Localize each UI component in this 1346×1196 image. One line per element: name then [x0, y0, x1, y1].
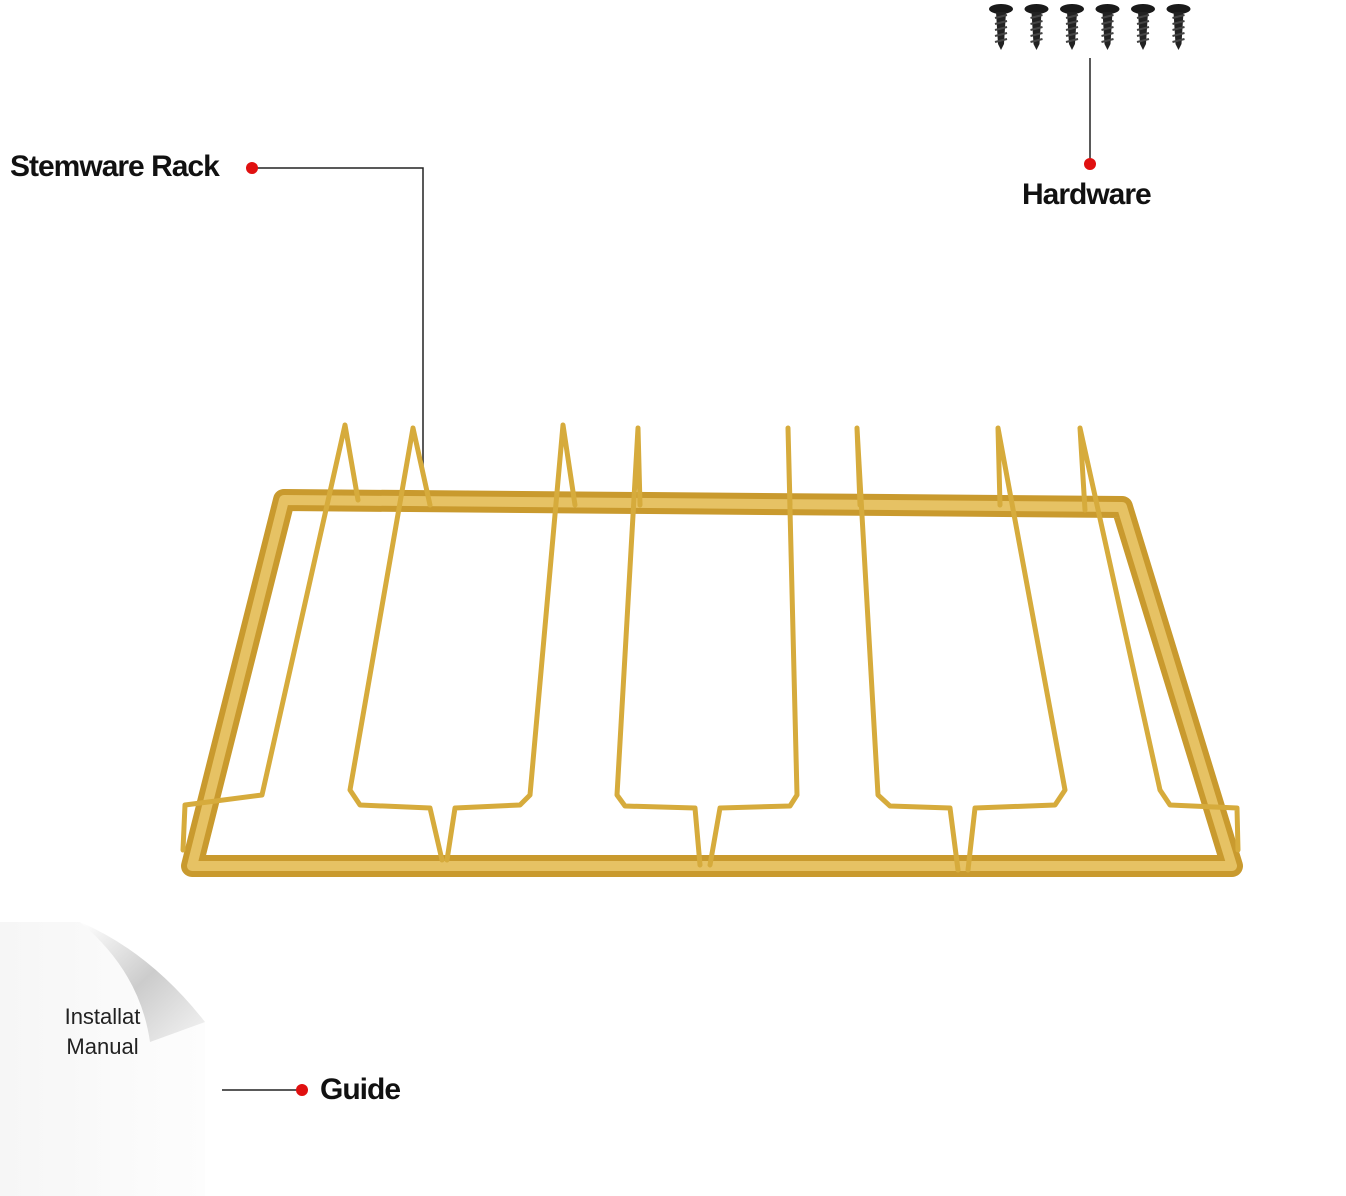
- rack-wire: [707, 425, 800, 868]
- manual-title-line1: Installat: [64, 1004, 141, 1029]
- screw-icon: [989, 4, 1013, 50]
- rack-wire: [614, 425, 703, 868]
- hardware-callout-dot: [1084, 158, 1096, 170]
- screw-icon: [1131, 4, 1155, 50]
- guide-label: Guide: [320, 1073, 401, 1106]
- rack-frame: [181, 489, 1243, 877]
- manual-title-line2: Manual: [66, 1034, 139, 1059]
- screws-group: [989, 4, 1191, 50]
- stemware-callout-line: [252, 167, 424, 470]
- stemware-callout-dot: [246, 162, 258, 174]
- rack-wire: [854, 425, 961, 873]
- rack-wire: [444, 422, 578, 863]
- rack-wire: [965, 425, 1068, 873]
- screw-icon: [1060, 4, 1084, 50]
- page-curl: [80, 922, 205, 1042]
- rack-wire: [1077, 425, 1241, 853]
- guide-callout-dot: [296, 1084, 308, 1096]
- screw-icon: [1095, 4, 1120, 50]
- rack-frame-highlight: [187, 495, 1237, 871]
- screw-icon: [1166, 4, 1191, 50]
- rack-wire: [180, 422, 361, 853]
- rack-wire: [347, 425, 445, 863]
- hardware-label: Hardware: [1022, 178, 1152, 211]
- screw-icon: [1024, 4, 1049, 50]
- stemware-rack-label: Stemware Rack: [10, 150, 220, 183]
- stemware-rack: [180, 422, 1243, 877]
- installation-manual-sheet: Installat Manual: [0, 922, 205, 1196]
